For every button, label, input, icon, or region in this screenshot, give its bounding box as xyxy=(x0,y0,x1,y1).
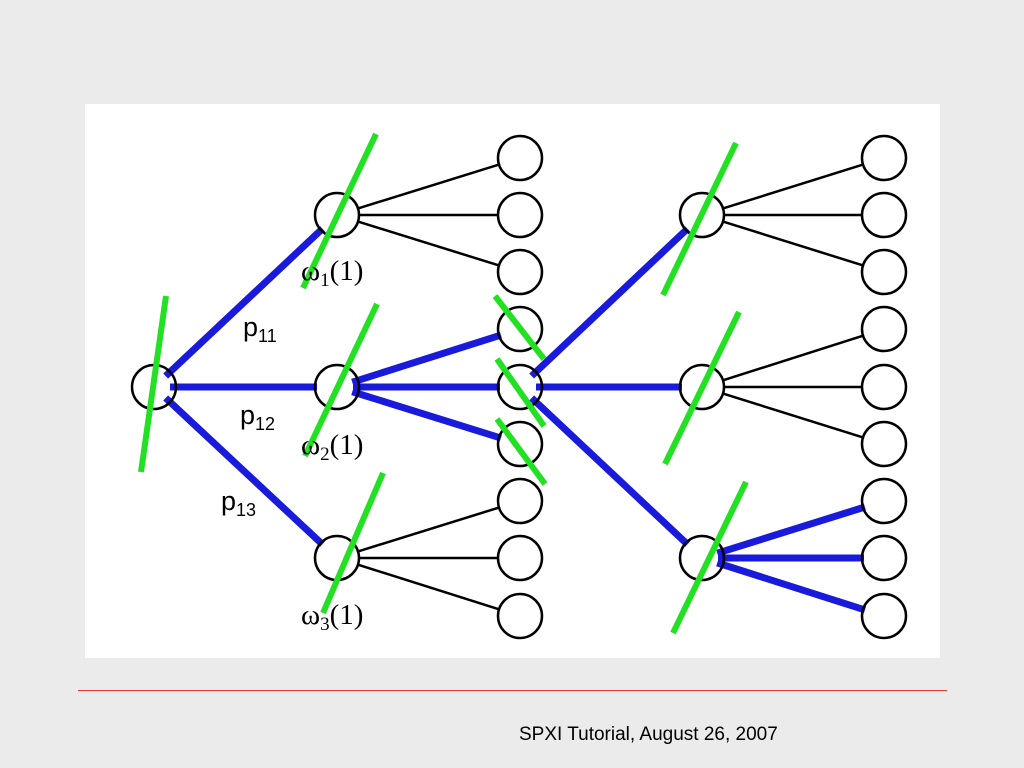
prob-label-p12: p12 xyxy=(240,400,275,434)
cut-mark xyxy=(494,417,548,486)
prob-label-p13: p13 xyxy=(221,486,256,520)
highlighted-edge xyxy=(351,388,502,442)
tree-node xyxy=(496,248,544,296)
tree-edge xyxy=(357,220,500,267)
tree-edge xyxy=(357,163,500,210)
cut-mark xyxy=(300,132,379,290)
tree-node xyxy=(860,134,908,182)
tree-node xyxy=(496,592,544,640)
tree-edges xyxy=(357,163,864,611)
highlighted-edge xyxy=(716,559,867,614)
tree-node xyxy=(860,592,908,640)
tree-node xyxy=(496,363,544,411)
tree-node xyxy=(313,363,361,411)
tree-node xyxy=(496,477,544,525)
cut-mark xyxy=(302,302,380,458)
cut-mark xyxy=(660,141,739,297)
tree-node xyxy=(860,477,908,525)
highlighted-edge xyxy=(163,395,325,547)
tree-node xyxy=(678,191,726,239)
footer-divider xyxy=(78,690,947,691)
tree-nodes xyxy=(130,134,908,640)
highlighted-edge xyxy=(163,226,325,379)
prob-label-p11: p11 xyxy=(243,312,277,346)
scenario-label-omega3: ω3(1) xyxy=(301,599,363,635)
scenario-label-omega2: ω2(1) xyxy=(301,429,363,465)
tree-node xyxy=(860,191,908,239)
tree-node xyxy=(496,534,544,582)
tree-node xyxy=(860,534,908,582)
tree-node xyxy=(860,248,908,296)
highlighted-edges xyxy=(163,226,867,614)
highlighted-edge xyxy=(716,503,866,557)
cut-mark xyxy=(138,295,169,473)
tree-edge xyxy=(722,220,864,267)
highlighted-edge xyxy=(351,331,502,386)
tree-edge xyxy=(357,563,500,611)
tree-node xyxy=(860,363,908,411)
tree-edge xyxy=(722,334,864,382)
tree-node xyxy=(860,305,908,353)
tree-edge xyxy=(722,392,864,439)
tree-node xyxy=(860,420,908,468)
tree-node xyxy=(496,191,544,239)
tree-edge xyxy=(357,506,500,553)
highlighted-edge xyxy=(529,226,690,379)
tree-node xyxy=(496,420,544,468)
scenario-label-omega1: ω1(1) xyxy=(301,255,363,291)
cut-mark xyxy=(320,471,386,615)
tree-node xyxy=(313,191,361,239)
cut-mark xyxy=(494,357,547,428)
cut-marks xyxy=(138,132,749,635)
tree-node xyxy=(678,534,726,582)
cut-mark xyxy=(662,310,742,466)
cut-mark xyxy=(492,294,547,361)
tree-edge xyxy=(722,163,864,210)
cut-mark xyxy=(670,480,749,635)
tree-node xyxy=(678,363,726,411)
highlighted-edge xyxy=(529,395,690,547)
tree-node xyxy=(496,134,544,182)
tree-node xyxy=(496,305,544,353)
footer-caption: SPXI Tutorial, August 26, 2007 xyxy=(519,724,778,745)
